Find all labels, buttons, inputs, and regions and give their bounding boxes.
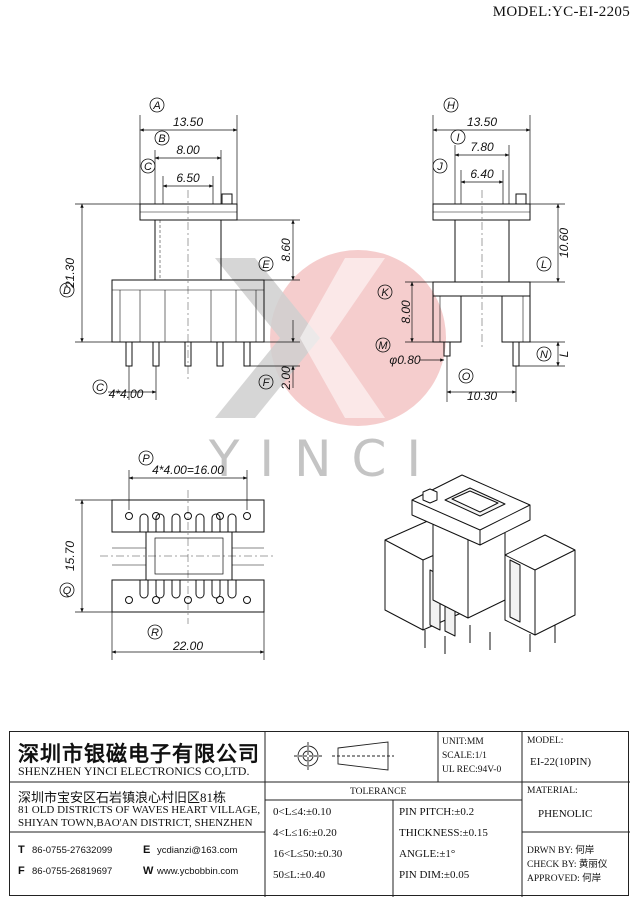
title-block: 深圳市银磁电子有限公司 SHENZHEN YINCI ELECTRONICS C… bbox=[9, 731, 630, 897]
dim-p-value: 4*4.00=16.00 bbox=[152, 463, 224, 477]
model-title: MODEL:YC-EI-2205 bbox=[492, 4, 630, 20]
dim-l-value: 10.60 bbox=[557, 228, 571, 258]
side-view-labels: 13.50 7.80 6.40 8.00 10.60 φ0.80 L 10.30 bbox=[389, 115, 571, 403]
callout-e: E bbox=[262, 259, 270, 271]
web-address: www.ycbobbin.com bbox=[157, 866, 239, 877]
tolerance-2: 16<L≤50:±0.30 bbox=[273, 848, 343, 860]
drawn-by: DRWN BY: 何岸 bbox=[527, 846, 595, 856]
model-label: MODEL: bbox=[527, 736, 564, 746]
callout-c: C bbox=[144, 161, 152, 173]
callout-b: B bbox=[158, 133, 165, 145]
dim-r-value: 22.00 bbox=[172, 639, 203, 653]
projection-symbol bbox=[294, 741, 394, 771]
address-en-1: 81 OLD DISTRICTS OF WAVES HEART VILLAGE, bbox=[18, 804, 261, 816]
callout-l: L bbox=[541, 259, 547, 271]
callout-c-pins: C bbox=[96, 382, 104, 394]
tolerance-right-2: ANGLE:±1° bbox=[399, 848, 456, 860]
dim-e-value: 8.60 bbox=[279, 238, 293, 262]
dim-m-value: φ0.80 bbox=[389, 353, 421, 367]
address-cn: 深圳市宝安区石岩镇浪心村旧区81栋 bbox=[18, 790, 227, 805]
bottom-view-labels: 4*4.00=16.00 15.70 22.00 bbox=[63, 463, 224, 653]
callout-q: Q bbox=[63, 585, 72, 597]
callout-o: O bbox=[462, 371, 471, 383]
dim-j-value: 6.40 bbox=[470, 167, 494, 181]
dim-q-value: 15.70 bbox=[63, 541, 77, 571]
callout-f: F bbox=[263, 377, 271, 389]
tel-label: T bbox=[18, 844, 25, 856]
watermark-logo bbox=[215, 250, 446, 426]
unit: UNIT:MM bbox=[442, 737, 484, 747]
side-view-callouts bbox=[375, 97, 552, 384]
front-view bbox=[111, 190, 265, 382]
bottom-view-callouts bbox=[59, 450, 163, 640]
callout-h: H bbox=[447, 100, 455, 112]
callout-i: I bbox=[456, 132, 459, 144]
tolerance-1: 4<L≤16:±0.20 bbox=[273, 827, 337, 839]
callout-a: A bbox=[152, 100, 160, 112]
scale: SCALE:1/1 bbox=[442, 751, 487, 761]
dim-i-value: 7.80 bbox=[470, 140, 494, 154]
dim-n-value: L bbox=[557, 351, 571, 358]
dim-c-value: 6.50 bbox=[176, 171, 200, 185]
company-name-en: SHENZHEN YINCI ELECTRONICS CO,LTD. bbox=[18, 764, 250, 778]
approved-by: APPROVED: 何岸 bbox=[527, 874, 602, 884]
title-block-grid bbox=[10, 732, 630, 897]
side-view bbox=[432, 190, 531, 367]
tolerance-title: TOLERANCE bbox=[350, 787, 407, 797]
tolerance-right-1: THICKNESS:±0.15 bbox=[399, 827, 488, 839]
address-en-2: SHIYAN TOWN,BAO'AN DISTRICT, SHENZHEN bbox=[18, 817, 253, 829]
dim-f-value: 2.00 bbox=[279, 366, 293, 391]
callout-j: J bbox=[436, 161, 443, 173]
dim-h-value: 13.50 bbox=[467, 115, 497, 129]
dim-k-value: 8.00 bbox=[399, 300, 413, 324]
tolerance-right-3: PIN DIM:±0.05 bbox=[399, 869, 470, 881]
dim-pins-value: 4*4.00 bbox=[109, 387, 144, 401]
callout-p: P bbox=[142, 453, 150, 465]
bottom-view bbox=[100, 490, 276, 624]
front-view-labels: 13.50 8.00 6.50 21.30 8.60 2.00 4*4.00 bbox=[63, 115, 293, 401]
callout-r: R bbox=[151, 627, 159, 639]
isometric-view bbox=[384, 474, 576, 654]
email-label: E bbox=[143, 844, 151, 856]
tel-number: 86-0755-27632099 bbox=[32, 845, 113, 856]
tolerance-right-0: PIN PITCH:±0.2 bbox=[399, 806, 475, 818]
fax-label: F bbox=[18, 865, 25, 877]
dim-b-value: 8.00 bbox=[176, 143, 200, 157]
tolerance-0: 0<L≤4:±0.10 bbox=[273, 806, 332, 818]
tolerance-3: 50≤L:±0.40 bbox=[273, 869, 326, 881]
material-value: PHENOLIC bbox=[538, 808, 593, 820]
check-by: CHECK BY: 黄丽仪 bbox=[527, 860, 608, 870]
callout-m: M bbox=[378, 340, 388, 352]
company-name-cn: 深圳市银磁电子有限公司 bbox=[18, 742, 260, 766]
callout-k: K bbox=[381, 287, 389, 299]
material-label: MATERIAL: bbox=[527, 786, 578, 796]
email-address: ycdianzi@163.com bbox=[157, 845, 238, 856]
dim-d-value: 21.30 bbox=[63, 258, 77, 289]
dim-o-value: 10.30 bbox=[467, 389, 497, 403]
dim-a-value: 13.50 bbox=[173, 115, 203, 129]
model-value: EI-22(10PIN) bbox=[530, 756, 592, 768]
front-view-callouts bbox=[59, 97, 274, 395]
callout-n: N bbox=[540, 349, 548, 361]
callout-d: D bbox=[63, 285, 71, 297]
ul-rec: UL REC:94V-0 bbox=[442, 765, 502, 775]
watermark-text: YINCI bbox=[208, 430, 441, 488]
fax-number: 86-0755-26819697 bbox=[32, 866, 113, 877]
web-label: W bbox=[143, 865, 154, 877]
